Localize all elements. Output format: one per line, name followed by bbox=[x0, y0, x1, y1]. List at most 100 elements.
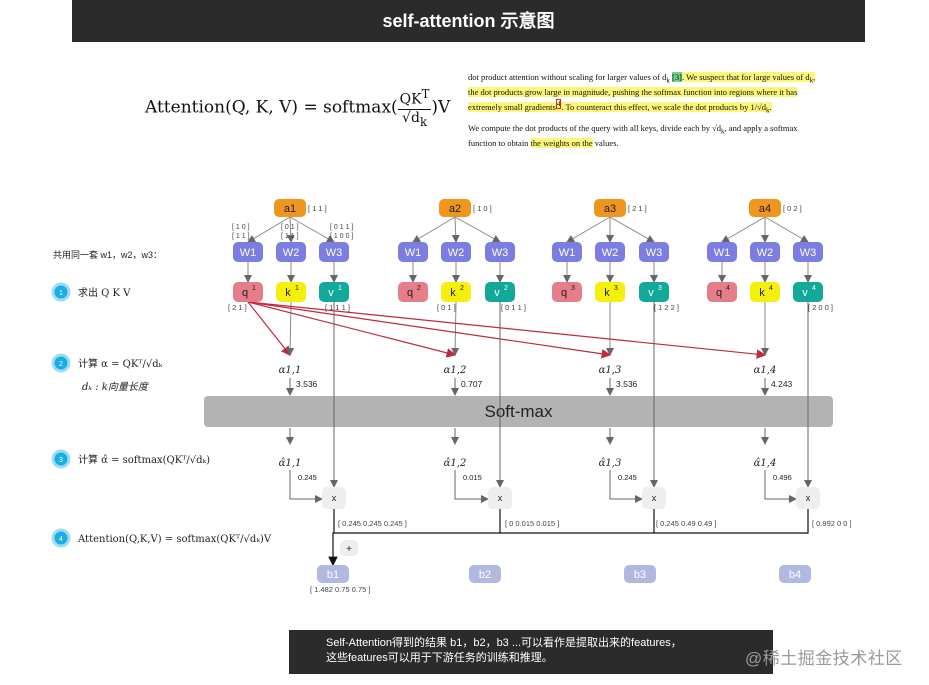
paper-paragraph-2: We compute the dot products of the query… bbox=[468, 122, 798, 148]
softmax-bar: Soft-max bbox=[204, 396, 833, 427]
weighted-value-3: [ 0.245 0.49 0.49 ] bbox=[656, 519, 716, 528]
w-label: W1 bbox=[405, 247, 422, 259]
w2-node-1 bbox=[276, 242, 306, 262]
q-label-1: q bbox=[242, 287, 248, 299]
k2-vector: [ 0 1 ] bbox=[437, 303, 456, 312]
multiply-symbol: x bbox=[498, 493, 503, 503]
a-node-label-2: a2 bbox=[449, 203, 461, 215]
v1-vector: [ 1 1 1 ] bbox=[325, 303, 350, 312]
w3-matrix-row2: [ 1 0 0 ] bbox=[330, 233, 353, 240]
alpha-hat-value-1: 0.245 bbox=[298, 473, 317, 482]
a-node-4 bbox=[749, 199, 781, 217]
a-vector-1: [ 1 1 ] bbox=[308, 204, 327, 213]
footer-caption: Self-Attention得到的结果 b1，b2，b3 ...可以看作是提取出… bbox=[289, 630, 773, 674]
w-label: W2 bbox=[283, 247, 300, 259]
shared-weights-label: 共用同一套 w1，w2，w3： bbox=[53, 249, 162, 260]
q-node-4 bbox=[707, 282, 737, 302]
w3-node-4 bbox=[793, 242, 823, 262]
k-label-1: k bbox=[285, 287, 291, 299]
b-node-3 bbox=[624, 565, 656, 583]
alpha-value-1: 3.536 bbox=[296, 379, 318, 389]
w-label: W1 bbox=[714, 247, 731, 259]
footer-line-2: 这些features可以用于下游任务的训练和推理。 bbox=[326, 652, 553, 664]
plus-symbol: + bbox=[346, 544, 352, 555]
v-node-3 bbox=[639, 282, 669, 302]
v-label-4: v bbox=[802, 287, 808, 299]
k-node-3 bbox=[595, 282, 625, 302]
v3-vector: [ 1 2 2 ] bbox=[654, 303, 679, 312]
q-label-4: q bbox=[716, 287, 722, 299]
weighted-value-1: [ 0.245 0.245 0.245 ] bbox=[338, 519, 407, 528]
step-number-2: 2 bbox=[59, 361, 63, 368]
alpha-hat-value-3: 0.245 bbox=[618, 473, 637, 482]
sum-to-b1-arrow bbox=[328, 509, 809, 567]
v4-vector: [ 2 0 0 ] bbox=[808, 303, 833, 312]
k-label-2: k bbox=[450, 287, 456, 299]
alpha-label-3: α1,3 bbox=[599, 365, 622, 376]
k-node-4 bbox=[750, 282, 780, 302]
w3-node-1 bbox=[319, 242, 349, 262]
k-label-3: k bbox=[604, 287, 610, 299]
step-circle-4 bbox=[51, 528, 71, 548]
step-label-1: 求出 Q K V bbox=[78, 286, 131, 299]
a-to-w-arrow bbox=[721, 216, 766, 243]
w1-matrix-row2: [ 1 1 ] bbox=[232, 233, 250, 240]
alpha-label-1: α1,1 bbox=[279, 365, 302, 376]
qkv-index: 2 bbox=[417, 285, 421, 292]
alpha-hat-value-2: 0.015 bbox=[463, 473, 482, 482]
alpha-hat-value-4: 0.496 bbox=[773, 473, 792, 482]
alpha-value-4: 4.243 bbox=[771, 379, 793, 389]
alpha-hat-label-3: α̂1,3 bbox=[599, 458, 622, 469]
alphahat-to-multiply-arrow bbox=[609, 470, 643, 503]
qkv-index: 3 bbox=[658, 285, 662, 292]
step-label-2: 计算 α = QKᵀ/√dₖ bbox=[78, 357, 163, 370]
alpha-value-2: 0.707 bbox=[461, 379, 483, 389]
w1-node-4 bbox=[707, 242, 737, 262]
multiply-symbol: x bbox=[332, 493, 337, 503]
q1-to-alpha-arrow-1 bbox=[247, 301, 291, 356]
a-to-w-arrow bbox=[451, 216, 460, 243]
qkv-index: 4 bbox=[726, 285, 730, 292]
b-node-1 bbox=[317, 565, 349, 583]
v-label-3: v bbox=[648, 287, 654, 299]
w2-node-4 bbox=[750, 242, 780, 262]
k-to-alpha-arrow-1 bbox=[286, 301, 295, 356]
w-label: W1 bbox=[240, 247, 257, 259]
a-to-w-arrow bbox=[286, 216, 295, 243]
dk-note: dₖ : k向量长度 bbox=[82, 381, 150, 393]
w2-node-3 bbox=[595, 242, 625, 262]
w3-node-2 bbox=[485, 242, 515, 262]
b-label-3: b3 bbox=[634, 569, 646, 581]
multiply-symbol: x bbox=[806, 493, 811, 503]
a-node-2 bbox=[439, 199, 471, 217]
qkv-index: 4 bbox=[769, 285, 773, 292]
alpha-value-3: 3.536 bbox=[616, 379, 638, 389]
a-to-w-arrow bbox=[454, 216, 501, 243]
w1-node-2 bbox=[398, 242, 428, 262]
b1-result-vector: [ 1.482 0.75 0.75 ] bbox=[310, 585, 370, 594]
a-node-3 bbox=[594, 199, 626, 217]
w-label: W3 bbox=[646, 247, 663, 259]
q-label-3: q bbox=[561, 287, 567, 299]
alpha-label-4: α1,4 bbox=[754, 365, 777, 376]
step-circle-1 bbox=[51, 282, 71, 302]
w-label: W2 bbox=[602, 247, 619, 259]
a-to-w-arrow bbox=[289, 216, 335, 243]
multiply-node-3 bbox=[642, 487, 666, 509]
plus-node bbox=[340, 540, 358, 556]
k-to-alpha-arrow-2 bbox=[451, 301, 460, 356]
q-node-1 bbox=[233, 282, 263, 302]
qkv-index: 1 bbox=[338, 285, 342, 292]
step-circle-3 bbox=[51, 449, 71, 469]
qkv-index: 1 bbox=[252, 285, 256, 292]
v-label-1: v bbox=[328, 287, 334, 299]
alpha-label-2: α1,2 bbox=[444, 365, 467, 376]
a-to-w-arrow bbox=[566, 216, 611, 243]
step-number-4: 4 bbox=[59, 536, 63, 543]
multiply-node-1 bbox=[322, 487, 346, 509]
qkv-index: 2 bbox=[460, 285, 464, 292]
a-node-label-4: a4 bbox=[759, 203, 771, 215]
weighted-value-2: [ 0 0.015 0.015 ] bbox=[505, 519, 559, 528]
watermark: @稀土掘金技术社区 bbox=[745, 649, 903, 668]
